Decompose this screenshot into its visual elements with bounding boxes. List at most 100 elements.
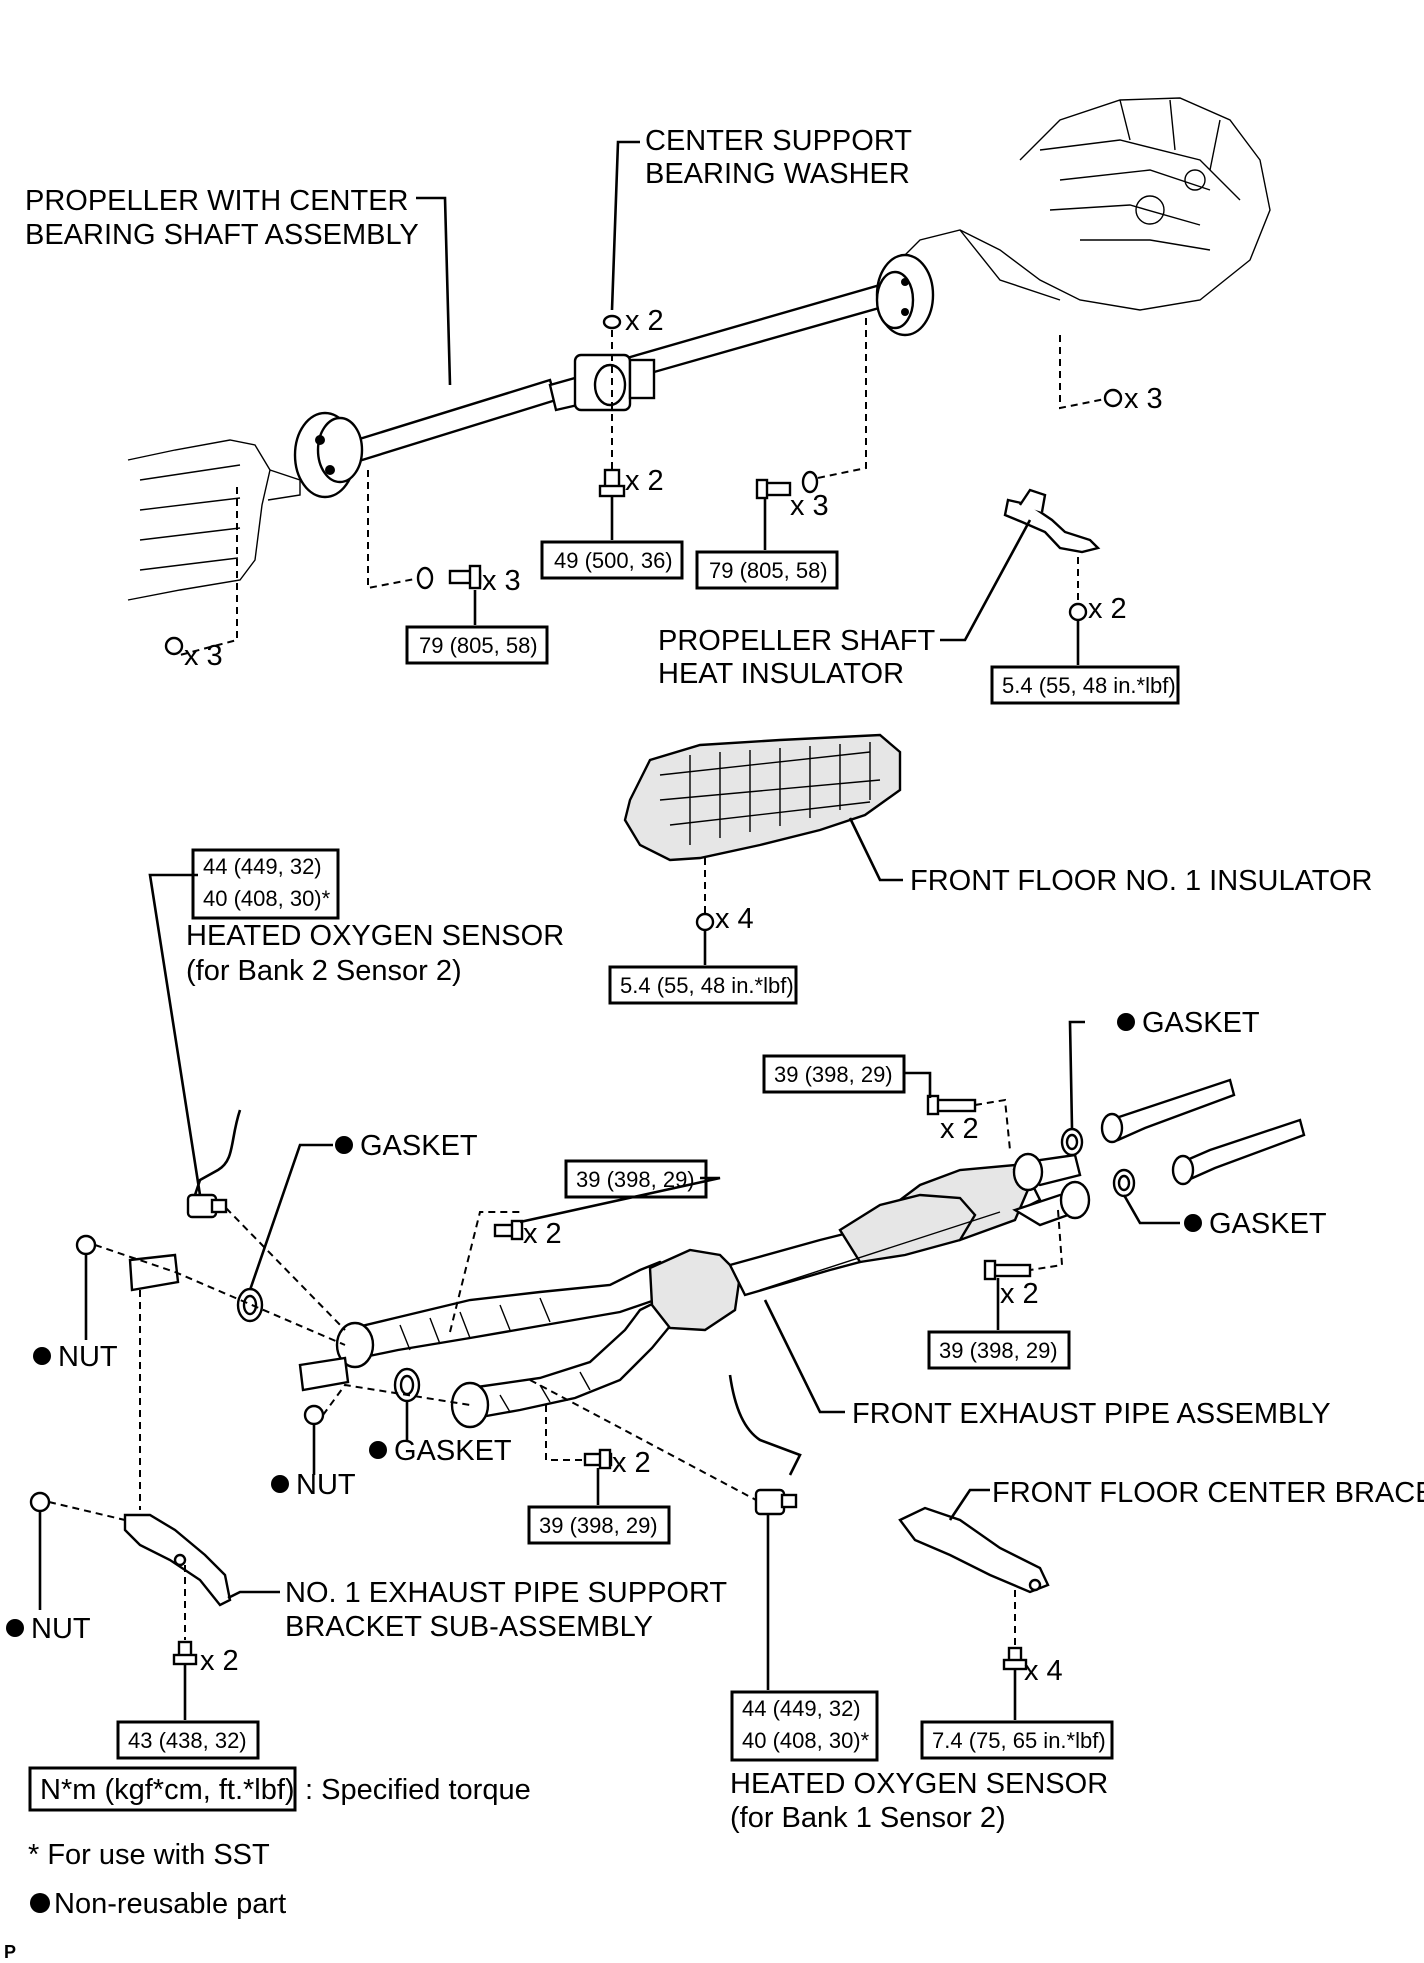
svg-text:39 (398, 29): 39 (398, 29) (576, 1167, 695, 1192)
svg-text:40 (408, 30)*: 40 (408, 30)* (203, 886, 331, 911)
nonreusable-dot-icon (1117, 1013, 1135, 1031)
bolt-icon (598, 468, 626, 498)
svg-text:79 (805, 58): 79 (805, 58) (419, 633, 538, 658)
label-gasket: GASKET (1209, 1208, 1327, 1240)
torque-box: 44 (449, 32) 40 (408, 30)* (730, 1690, 879, 1762)
propeller-heat-insulator (1003, 488, 1101, 554)
label-support-bracket-2: BRACKET SUB-ASSEMBLY (285, 1611, 653, 1643)
torque-box: 39 (398, 29) (927, 1330, 1071, 1370)
legend-unit-box (28, 1766, 297, 1812)
label-nut: NUT (296, 1469, 356, 1501)
bolt-icon (926, 1094, 977, 1116)
label-center-support-washer-2: BEARING WASHER (645, 158, 910, 190)
qty-label: x 2 (625, 465, 664, 497)
align-line-bolt-lower-left (545, 1405, 585, 1461)
label-ho2s-bank1-1: HEATED OXYGEN SENSOR (730, 1768, 1108, 1800)
label-ho2s-bank2-1: HEATED OXYGEN SENSOR (186, 920, 564, 952)
label-support-bracket-1: NO. 1 EXHAUST PIPE SUPPORT (285, 1577, 727, 1609)
svg-text:49 (500, 36): 49 (500, 36) (554, 548, 673, 573)
torque-box: 39 (398, 29) (762, 1054, 906, 1094)
nut-icon (695, 912, 715, 932)
align-line-o2-bank1 (529, 1379, 757, 1501)
label-center-support-washer-1: CENTER SUPPORT (645, 125, 912, 157)
leader-ho2s-bank2 (148, 873, 202, 1196)
qty-label: x 2 (200, 1645, 239, 1677)
svg-text:39 (398, 29): 39 (398, 29) (939, 1338, 1058, 1363)
align-line-front-bolt (807, 318, 867, 481)
torque-box: 39 (398, 29) (527, 1505, 671, 1545)
oxygen-sensor-bank2-part (186, 1109, 242, 1219)
qty-label: x 2 (940, 1113, 979, 1145)
svg-text:5.4 (55, 48 in.*lbf): 5.4 (55, 48 in.*lbf) (620, 973, 794, 998)
manifold-stub-upper (128, 1253, 180, 1292)
svg-text:44 (449, 32): 44 (449, 32) (742, 1696, 861, 1721)
leader-gasket-2 (1068, 1020, 1085, 1129)
rear-flex-coupling (293, 411, 364, 499)
legend-nonreusable: Non-reusable part (54, 1888, 286, 1920)
torque-box: 39 (398, 29) (564, 1159, 708, 1199)
manifold-stub-lower (298, 1356, 350, 1392)
svg-text:39 (398, 29): 39 (398, 29) (539, 1513, 658, 1538)
label-front-floor-brace: FRONT FLOOR CENTER BRACE (992, 1477, 1424, 1509)
qty-label: x 4 (1024, 1655, 1063, 1687)
label-propeller-shaft-2: BEARING SHAFT ASSEMBLY (25, 219, 419, 251)
label-gasket: GASKET (360, 1130, 478, 1162)
label-front-floor-insulator: FRONT FLOOR NO. 1 INSULATOR (910, 865, 1372, 897)
nonreusable-dot-icon (369, 1441, 387, 1459)
bolt-icon (1002, 1646, 1028, 1671)
corner-mark: P (4, 1942, 16, 1962)
leader-torque (903, 1071, 932, 1098)
align-line-front (1059, 335, 1111, 410)
align-line-nut-upper (94, 1244, 346, 1346)
oxygen-sensor-bank1-part (728, 1374, 802, 1516)
rear-pipe-upper (1100, 1078, 1236, 1144)
gasket-icon (236, 1287, 264, 1323)
bolt-icon (983, 1259, 1032, 1281)
front-flex-coupling (875, 253, 935, 337)
label-ho2s-bank1-2: (for Bank 1 Sensor 2) (730, 1802, 1006, 1834)
torque-box: 5.4 (55, 48 in.*lbf) (608, 965, 798, 1005)
qty-label: x 2 (523, 1218, 562, 1250)
torque-box: 79 (805, 58) (695, 550, 839, 590)
washer-icon (416, 566, 434, 590)
flange-left-upper (335, 1321, 375, 1369)
nonreusable-dot-icon (271, 1475, 289, 1493)
svg-text:5.4 (55, 48 in.*lbf): 5.4 (55, 48 in.*lbf) (1002, 673, 1176, 698)
nut-icon (303, 1404, 325, 1426)
legend-sst-note: * For use with SST (28, 1839, 270, 1871)
qty-label: x 3 (790, 490, 829, 522)
svg-text:79 (805, 58): 79 (805, 58) (709, 558, 828, 583)
rear-pipe-lower (1171, 1118, 1306, 1186)
align-line-bolt-lower-right (1029, 1209, 1064, 1271)
align-line-nut-lower (322, 1383, 471, 1416)
qty-label: x 3 (482, 565, 521, 597)
align-line-rear (179, 487, 238, 656)
torque-box: 49 (500, 36) (540, 540, 684, 580)
label-nut: NUT (58, 1341, 118, 1373)
label-ho2s-bank2-2: (for Bank 2 Sensor 2) (186, 955, 462, 987)
front-floor-insulator-part (623, 733, 902, 862)
torque-box: 79 (805, 58) (405, 625, 549, 665)
torque-box: 43 (438, 32) (116, 1720, 260, 1760)
nonreusable-dot-icon (335, 1136, 353, 1154)
legend: N*m (kgf*cm, ft.*lbf) : Specified torque… (4, 1766, 531, 1962)
svg-text:43 (438, 32): 43 (438, 32) (128, 1728, 247, 1753)
qty-label: x 2 (1000, 1278, 1039, 1310)
leader-gasket-1 (248, 1143, 333, 1291)
washer-icon (602, 314, 622, 330)
qty-label: x 2 (1088, 593, 1127, 625)
leader-heat-insulator (940, 519, 1032, 642)
label-propeller-shaft-1: PROPELLER WITH CENTER (25, 185, 409, 217)
bolt-icon (755, 478, 792, 500)
leader-center-washer (610, 140, 640, 311)
label-heat-insulator-1: PROPELLER SHAFT (658, 625, 935, 657)
legend-unit-text: N*m (kgf*cm, ft.*lbf) (40, 1774, 295, 1806)
qty-label: x 2 (625, 305, 664, 337)
nonreusable-dot-icon (33, 1347, 51, 1365)
nut-icon (29, 1491, 51, 1513)
bolt-icon (493, 1219, 524, 1241)
leader-propeller-shaft (416, 196, 452, 386)
center-bearing (573, 353, 656, 412)
nut-icon (75, 1234, 97, 1256)
